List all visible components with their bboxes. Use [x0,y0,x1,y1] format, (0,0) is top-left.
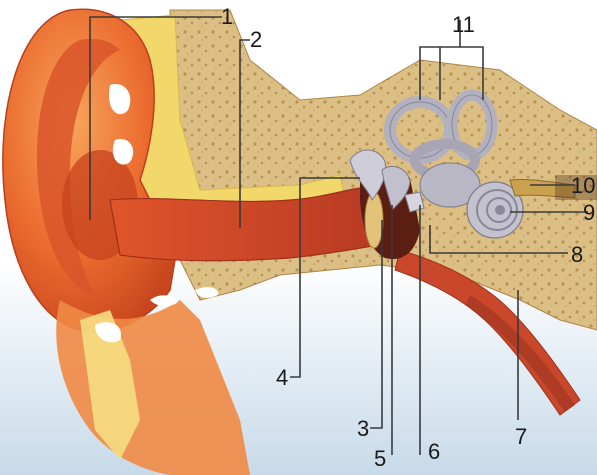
label-5: 5 [374,446,386,471]
label-2: 2 [250,27,262,52]
label-11: 11 [452,12,475,37]
label-6: 6 [428,439,440,464]
label-3: 3 [357,416,369,441]
label-4: 4 [276,365,288,390]
label-8: 8 [571,242,583,267]
label-10: 10 [571,173,595,198]
eardrum [365,192,383,248]
label-1: 1 [221,4,233,29]
label-7: 7 [515,424,527,449]
label-9: 9 [583,200,595,225]
